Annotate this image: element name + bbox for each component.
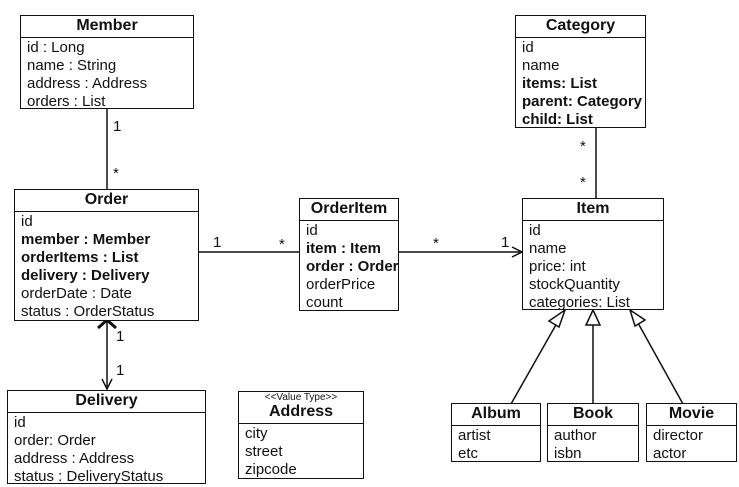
class-category[interactable]: Category id name items: List parent: Cat… <box>515 15 646 128</box>
attribute: address : Address <box>14 450 135 467</box>
attribute: orderPrice <box>306 276 376 293</box>
attribute: etc <box>458 445 479 462</box>
attribute: member : Member <box>21 231 151 248</box>
class-delivery[interactable]: Delivery id order: Order address : Addre… <box>7 390 206 485</box>
attribute: isbn <box>554 445 582 462</box>
class-movie[interactable]: Movie director actor <box>646 403 737 462</box>
class-name: OrderItem <box>300 199 398 221</box>
multiplicity-label: * <box>279 236 285 253</box>
attribute: stockQuantity <box>529 276 620 293</box>
attribute: id <box>306 222 318 239</box>
class-name: Address <box>268 403 334 420</box>
class-name: Movie <box>647 404 736 426</box>
attribute: id <box>21 213 33 230</box>
attribute: items: List <box>522 75 598 92</box>
attribute: orderDate : Date <box>21 285 132 302</box>
multiplicity-label: 1 <box>116 328 125 345</box>
generalization-movie <box>628 308 684 405</box>
multiplicity-label: * <box>433 235 439 252</box>
generalization-book <box>584 308 602 404</box>
attribute: order : Order <box>306 258 399 275</box>
class-item[interactable]: Item id name price: int stockQuantity ca… <box>522 198 664 311</box>
class-name: Book <box>548 404 638 426</box>
stereotype-label: <<Value Type>> <box>264 392 338 403</box>
class-member[interactable]: Member id : Long name : String address :… <box>20 15 194 110</box>
attribute: name <box>529 240 567 257</box>
class-order[interactable]: Order id member : Member orderItems : Li… <box>14 189 199 321</box>
attribute: street <box>245 443 283 460</box>
attribute: status : OrderStatus <box>21 303 155 320</box>
attribute: author <box>554 427 597 444</box>
multiplicity-label: * <box>113 165 119 182</box>
attribute: artist <box>458 427 491 444</box>
attribute: price: int <box>529 258 586 275</box>
class-name: Member <box>21 16 193 38</box>
multiplicity-label: 1 <box>213 234 222 251</box>
multiplicity-label: 1 <box>113 118 122 135</box>
multiplicity-label: 1 <box>116 362 125 379</box>
attribute: name <box>522 57 560 74</box>
attribute: parent: Category <box>522 93 643 110</box>
attribute: id <box>522 39 534 56</box>
attribute: director <box>653 427 704 444</box>
multiplicity-label: * <box>580 138 586 155</box>
attribute: item : Item <box>306 240 382 257</box>
attribute: delivery : Delivery <box>21 267 150 284</box>
class-address[interactable]: <<Value Type>> Address city street zipco… <box>238 391 364 479</box>
class-name: Album <box>452 404 540 426</box>
attribute: name : String <box>27 57 117 74</box>
attribute: id <box>529 222 541 239</box>
attribute: orderItems : List <box>21 249 139 266</box>
attribute: address : Address <box>27 75 148 92</box>
attribute: count <box>306 294 343 311</box>
attribute: zipcode <box>245 461 297 478</box>
multiplicity-label: 1 <box>501 234 510 251</box>
class-name: Order <box>15 190 198 212</box>
class-album[interactable]: Album artist etc <box>451 403 541 462</box>
attribute: order: Order <box>14 432 96 449</box>
attribute: child: List <box>522 111 593 128</box>
class-book[interactable]: Book author isbn <box>547 403 639 462</box>
class-name: Category <box>516 16 645 38</box>
attribute: city <box>245 425 268 442</box>
class-name: Item <box>523 199 663 221</box>
multiplicity-label: * <box>580 174 586 191</box>
attribute: actor <box>653 445 687 462</box>
attribute: id <box>14 414 26 431</box>
generalization-album <box>510 308 567 405</box>
attribute: id : Long <box>27 39 85 56</box>
class-name: Delivery <box>8 391 205 413</box>
attribute: status : DeliveryStatus <box>14 468 164 485</box>
attribute: orders : List <box>27 93 106 110</box>
attribute: categories: List <box>529 294 630 311</box>
class-orderitem[interactable]: OrderItem id item : Item order : Order o… <box>299 198 399 311</box>
